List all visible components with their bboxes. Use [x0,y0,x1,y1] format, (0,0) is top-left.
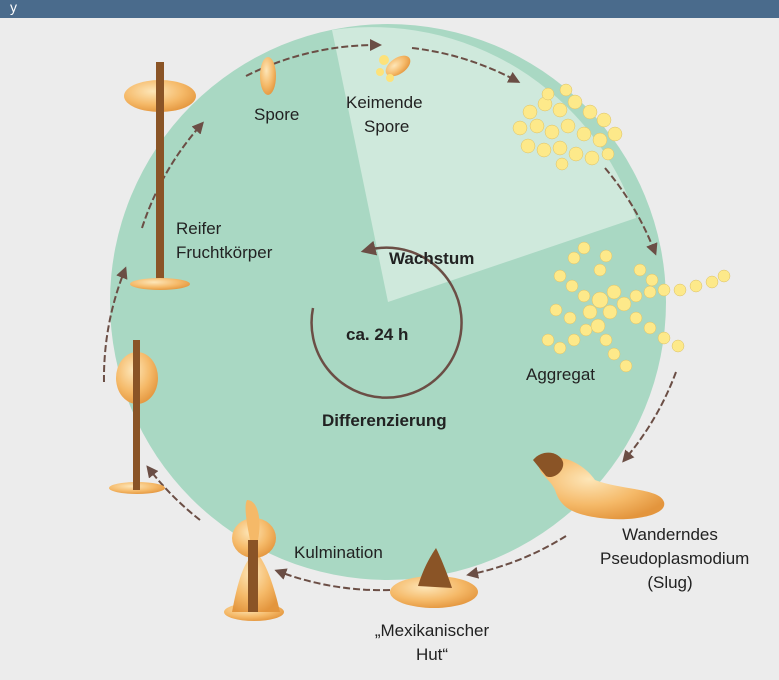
slug-organism [533,452,665,520]
label-slug-line1: Wanderndes [622,525,718,544]
culmination-organism [224,500,284,621]
label-mature-fruiting-body-line2: Fruchtkörper [176,243,273,262]
growth-sector [332,27,636,303]
label-differentiation-phase: Differenzierung [322,411,447,430]
label-mexican-hat-line1: „Mexikanischer [374,621,490,640]
early-fruiting-body-organism [109,340,165,494]
cycle-arrow [274,568,391,592]
cycle-arrow [146,465,201,521]
cycle-arrow [245,39,382,77]
amoebae-cluster [512,83,623,171]
cycle-arrow [141,121,204,229]
label-culmination: Kulmination [294,543,383,562]
label-spore: Spore [254,105,300,124]
spore-organism [260,57,276,95]
cycle-arrow [411,47,521,83]
mexican-hat-organism [390,548,478,608]
label-mexican-hat-line2: Hut“ [415,645,449,664]
label-cycle-duration: ca. 24 h [346,325,409,344]
header-title: y [10,0,17,15]
cycle-arrow [604,167,658,256]
cycle-arrow [102,266,128,383]
label-germinating-spore-line2: Spore [364,117,410,136]
label-aggregate: Aggregat [526,365,595,384]
label-slug-line3: (Slug) [647,573,693,592]
mature-fruiting-body-organism [124,62,196,290]
cycle-arrow [466,535,567,579]
label-growth-phase: Wachstum [389,249,475,268]
germinating-spore-organism [376,55,411,82]
label-germinating-spore-line1: Keimende [346,93,423,112]
inner-cycle-arrow [310,240,463,399]
header-bar: y [0,0,779,18]
aggregate-organism [541,241,731,373]
cycle-arrow [622,371,677,463]
label-slug-line2: Pseudoplasmodium [600,549,750,568]
label-mature-fruiting-body-line1: Reifer [176,219,222,238]
